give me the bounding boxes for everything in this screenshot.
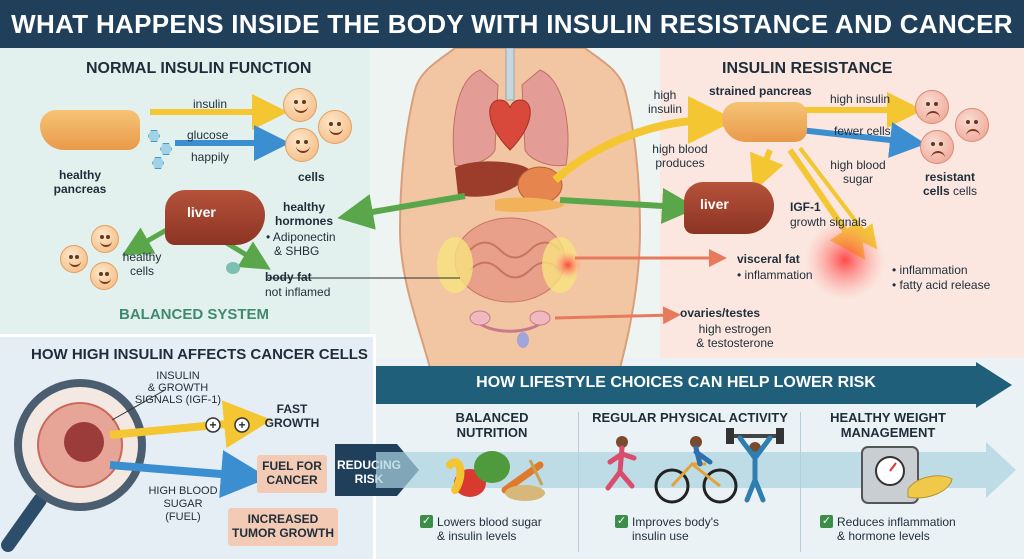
bicycle-icon bbox=[654, 436, 738, 504]
food-basket-icon bbox=[446, 451, 545, 501]
heart-icon bbox=[489, 99, 531, 151]
smiley-cell-icon bbox=[285, 128, 319, 162]
sad-cell-icon bbox=[955, 108, 989, 142]
body-diagram bbox=[121, 48, 926, 368]
visceral-fat-inflammation: • inflammation bbox=[737, 268, 813, 282]
exercise-icons bbox=[605, 428, 784, 504]
nutrition-benefit: ✓Lowers blood sugar & insulin levels bbox=[420, 515, 542, 543]
liver-icon: liver bbox=[165, 190, 265, 245]
dumbbell-icon bbox=[726, 428, 784, 503]
cells-label: cells bbox=[298, 170, 325, 184]
fat-cell-icon bbox=[226, 262, 240, 274]
adiponectin-label: • Adiponectin& SHBG bbox=[266, 230, 336, 258]
balanced-system-label: BALANCED SYSTEM bbox=[119, 306, 270, 323]
inflammation-bullet: • inflammation bbox=[892, 263, 968, 277]
magnifier-illustration bbox=[1, 379, 272, 552]
divider bbox=[578, 412, 579, 552]
glucose-icon bbox=[148, 130, 160, 142]
checkbox-icon: ✓ bbox=[615, 515, 628, 528]
fatty-acid-bullet: • fatty acid release bbox=[892, 278, 991, 292]
glucose-icon bbox=[152, 157, 164, 169]
body-liver-icon bbox=[455, 161, 530, 197]
lifestyle-heading: HOW LIFESTYLE CHOICES CAN HELP LOWER RIS… bbox=[476, 374, 876, 391]
fewer-cells-label: fewer cells bbox=[834, 124, 891, 138]
runner-icon bbox=[605, 436, 637, 491]
glucose-icon bbox=[160, 143, 172, 155]
magnifier-handle bbox=[1, 493, 47, 552]
smiley-cell-icon bbox=[90, 262, 118, 290]
weight-benefit: ✓Reduces inflammation & hormone levels bbox=[820, 515, 956, 543]
page-title: WHAT HAPPENS INSIDE THE BODY WITH INSULI… bbox=[11, 9, 1013, 87]
happily-label: happily bbox=[191, 150, 230, 164]
strained-pancreas-label: strained pancreas bbox=[709, 84, 812, 98]
scale-icon bbox=[861, 446, 953, 504]
cancer-heading: HOW HIGH INSULIN AFFECTS CANCER CELLS bbox=[31, 346, 368, 363]
igf1-subtitle: growth signals bbox=[790, 215, 867, 229]
ovaries-hormones-label: high estrogen& testosterone bbox=[696, 322, 774, 350]
sad-cell-icon bbox=[920, 130, 954, 164]
plus-icon: + bbox=[238, 418, 246, 432]
lifestyle-background-arrow bbox=[376, 442, 1016, 498]
igf1-title: IGF-1 bbox=[790, 200, 821, 214]
checkbox-icon: ✓ bbox=[820, 515, 833, 528]
resistance-heading: INSULIN RESISTANCE bbox=[722, 60, 893, 77]
lungs-icon bbox=[452, 69, 499, 167]
high-insulin-right-label: high insulin bbox=[830, 92, 891, 106]
title-bar bbox=[0, 0, 1024, 48]
smiley-cell-icon bbox=[91, 225, 119, 253]
plus-icon: + bbox=[209, 418, 217, 432]
insulin-label: insulin bbox=[193, 97, 228, 111]
activity-benefit: ✓Improves body's insulin use bbox=[615, 515, 719, 543]
pancreas-icon bbox=[40, 110, 140, 150]
smiley-cell-icon bbox=[283, 88, 317, 122]
normal-heading: NORMAL INSULIN FUNCTION bbox=[86, 60, 312, 77]
body-fat-label: body fat bbox=[265, 270, 312, 284]
resistance-liver-icon: liver bbox=[684, 182, 774, 234]
glucose-label: glucose bbox=[187, 128, 229, 142]
divider bbox=[800, 412, 801, 552]
lifestyle-banner bbox=[376, 362, 1012, 408]
smiley-cell-icon bbox=[60, 245, 88, 273]
strained-pancreas-icon bbox=[722, 102, 807, 142]
sad-cell-icon bbox=[915, 90, 949, 124]
checkbox-icon: ✓ bbox=[420, 515, 433, 528]
smiley-cell-icon bbox=[318, 110, 352, 144]
ovaries-testes-title: ovaries/testes bbox=[680, 306, 761, 320]
visceral-fat-title: visceral fat bbox=[737, 252, 800, 266]
physical-activity-title: REGULAR PHYSICAL ACTIVITY bbox=[592, 410, 788, 425]
not-inflamed-label: not inflamed bbox=[265, 285, 331, 299]
